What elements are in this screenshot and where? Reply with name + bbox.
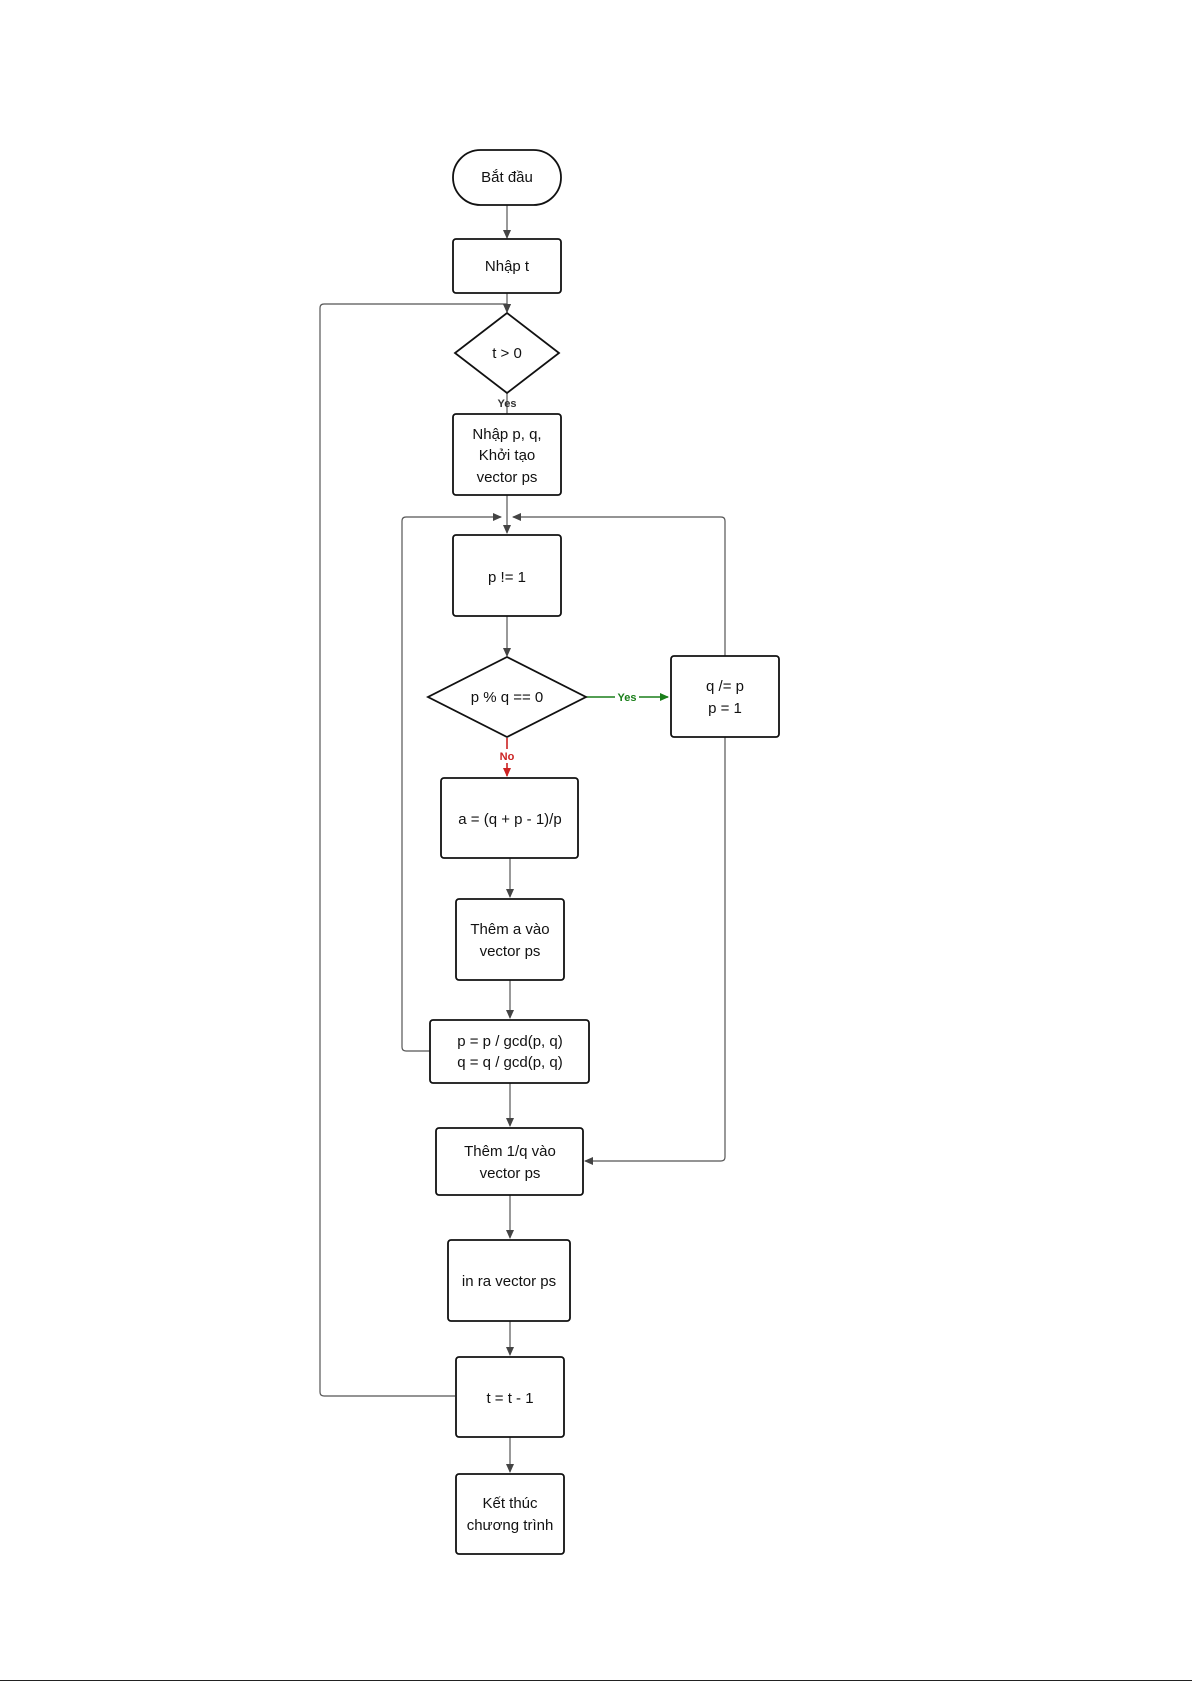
node-compute-a-label: a = (q + p - 1)/p (458, 811, 561, 828)
node-yes-box: q /= p p = 1 (671, 656, 779, 737)
node-print-label: in ra vector ps (462, 1273, 556, 1290)
node-input-t: Nhập t (453, 239, 561, 293)
node-input-pq-line3: vector ps (477, 469, 538, 486)
node-cond-mod: p % q == 0 (428, 657, 586, 737)
node-input-pq: Nhập p, q, Khởi tạo vector ps (453, 414, 561, 495)
node-cond-mod-label: p % q == 0 (471, 689, 544, 706)
node-reduce-line2: q = q / gcd(p, q) (457, 1054, 562, 1071)
node-start: Bắt đầu (453, 150, 561, 205)
node-end: Kết thúc chương trình (456, 1474, 564, 1554)
node-add-a-line1: Thêm a vào (470, 921, 549, 938)
node-reduce-line1: p = p / gcd(p, q) (457, 1033, 562, 1050)
node-yes-box-line1: q /= p (706, 678, 744, 695)
node-cond-t: t > 0 (455, 313, 559, 393)
edge-label-t-yes: Yes (498, 398, 517, 410)
node-input-pq-line2: Khởi tạo (479, 447, 536, 464)
node-add-a-line2: vector ps (480, 943, 541, 960)
node-cond-p: p != 1 (453, 535, 561, 616)
node-add-inv: Thêm 1/q vào vector ps (436, 1128, 583, 1195)
node-add-inv-line1: Thêm 1/q vào (464, 1143, 556, 1160)
page-bottom-rule (0, 1680, 1192, 1681)
node-yes-box-line2: p = 1 (708, 700, 742, 717)
node-dec-t: t = t - 1 (456, 1357, 564, 1437)
node-start-label: Bắt đầu (481, 169, 533, 186)
node-compute-a: a = (q + p - 1)/p (441, 778, 578, 858)
node-cond-p-label: p != 1 (488, 569, 526, 586)
edge-label-mod-yes: Yes (618, 692, 637, 704)
node-print: in ra vector ps (448, 1240, 570, 1321)
node-input-t-label: Nhập t (485, 258, 530, 275)
node-end-line2: chương trình (467, 1517, 554, 1534)
node-add-a: Thêm a vào vector ps (456, 899, 564, 980)
edge-label-mod-no: No (500, 751, 515, 763)
node-reduce: p = p / gcd(p, q) q = q / gcd(p, q) (430, 1020, 589, 1083)
edge-yes-box-to-add-inv (585, 737, 725, 1161)
node-input-pq-line1: Nhập p, q, (472, 426, 541, 443)
node-add-inv-line2: vector ps (480, 1165, 541, 1182)
node-end-line1: Kết thúc (482, 1495, 538, 1512)
node-cond-t-label: t > 0 (492, 345, 522, 362)
node-dec-t-label: t = t - 1 (486, 1390, 533, 1407)
